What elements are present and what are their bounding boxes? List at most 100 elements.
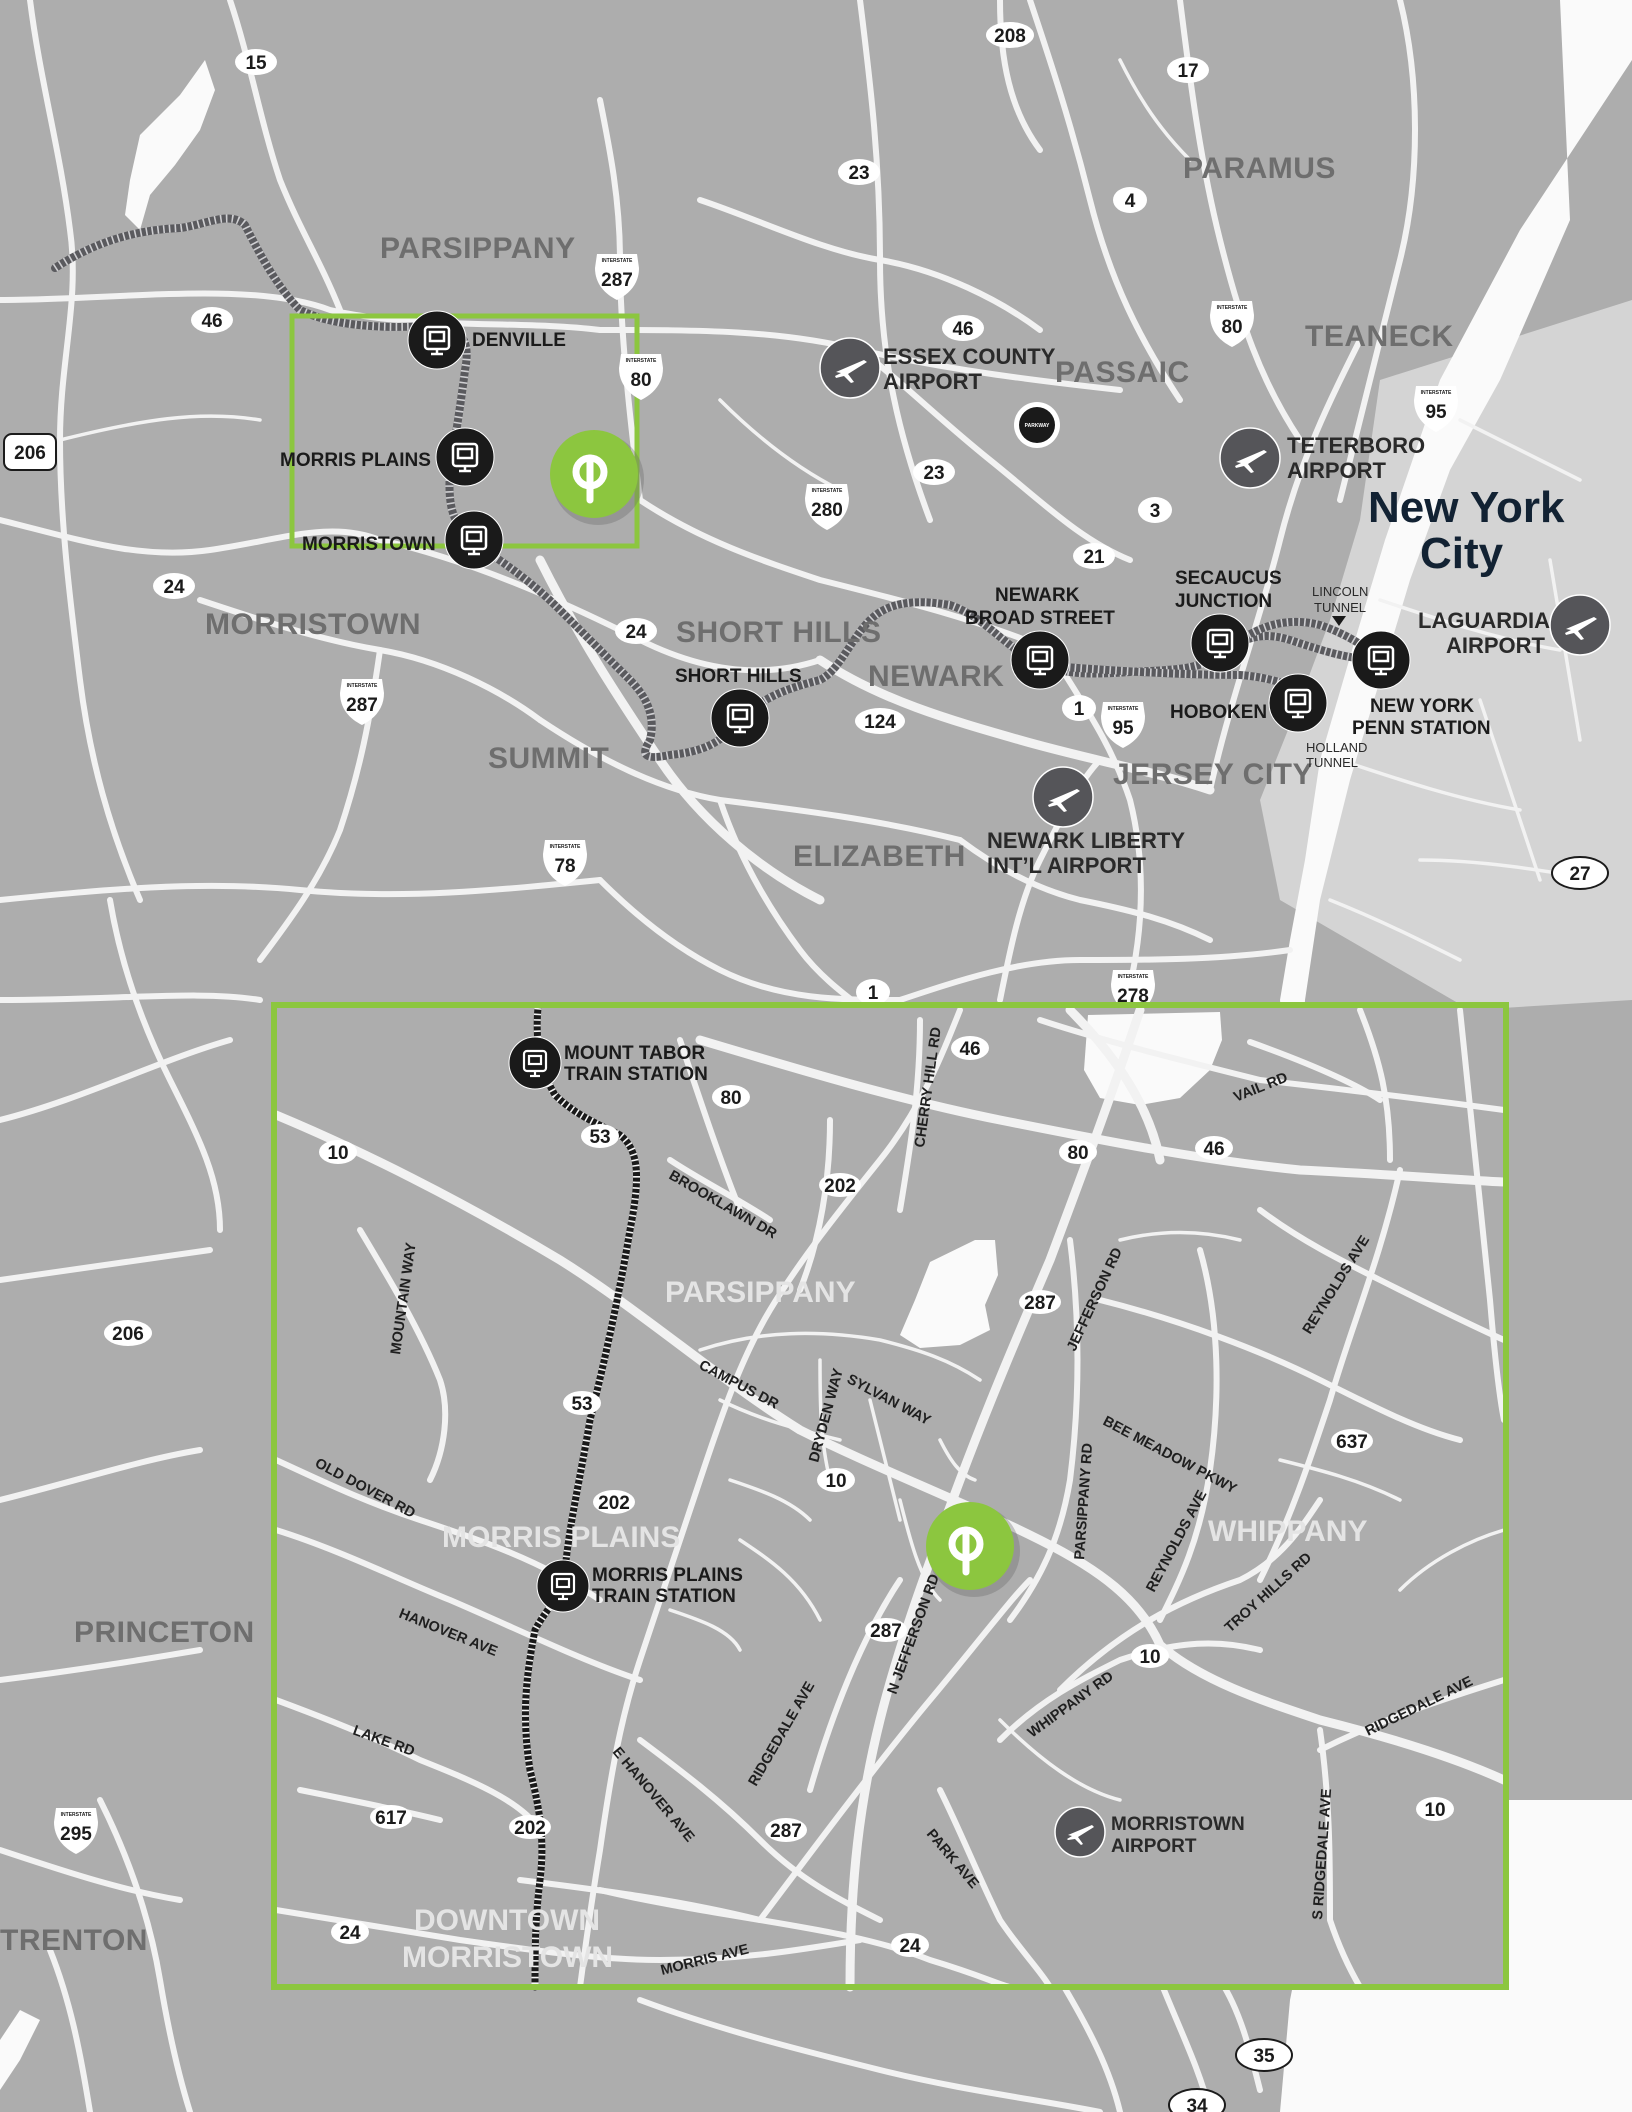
airplane-icon [1235,450,1267,473]
airport-essex-county[interactable] [819,337,881,399]
place-label: TEANECK [1305,320,1454,353]
route-shield: 46 [942,315,984,341]
svg-text:INTERSTATE: INTERSTATE [1108,706,1139,712]
route-shield: 80 [712,1085,750,1109]
svg-text:202: 202 [824,1176,856,1197]
station-denville[interactable] [407,310,467,370]
route-shield: 10 [1416,1797,1454,1821]
svg-text:15: 15 [245,53,267,74]
station-newark-broad-street[interactable] [1010,630,1070,690]
svg-text:202: 202 [514,1818,546,1839]
train-station-icon [550,1572,576,1601]
station-short-hills[interactable] [710,688,770,748]
airport-teterboro[interactable] [1219,427,1281,489]
station-morristown[interactable] [444,510,504,570]
svg-text:46: 46 [959,1039,980,1060]
route-shield: 287 [865,1618,907,1642]
route-shield: 23 [838,159,880,185]
airport-newark-liberty[interactable] [1032,766,1094,828]
svg-text:53: 53 [589,1127,610,1148]
main-airports: ESSEX COUNTY AIRPORT TETERBORO AIRPORT L… [819,337,1611,878]
station-morris-plains-inset[interactable] [536,1559,590,1613]
city-label: New York [1368,483,1565,532]
svg-text:10: 10 [825,1471,846,1492]
svg-text:4: 4 [1125,191,1136,212]
station-label: PENN STATION [1352,718,1491,739]
station-label: SHORT HILLS [675,666,802,687]
airport-label: AIRPORT [883,369,983,394]
interstate-shield-icon: INTERSTATE 95 [1101,702,1145,748]
train-station-icon [1206,628,1234,659]
airport-label: LAGUARDIA [1418,608,1550,633]
svg-text:637: 637 [1336,1432,1368,1453]
svg-text:24: 24 [899,1936,921,1957]
station-label: TRAIN STATION [592,1586,736,1607]
place-label: SHORT HILLS [676,616,882,649]
property-location-marker-inset[interactable] [926,1502,1020,1597]
station-mount-tabor[interactable] [508,1036,562,1090]
route-shield: 24 [891,1933,929,1957]
route-shield: 208 [986,22,1034,48]
svg-text:287: 287 [870,1621,902,1642]
svg-text:80: 80 [720,1088,741,1109]
svg-text:46: 46 [952,319,973,340]
svg-text:287: 287 [346,695,378,716]
svg-text:95: 95 [1112,718,1134,739]
airport-label: TETERBORO [1287,433,1425,458]
station-new-york-penn[interactable] [1351,630,1411,690]
station-label: JUNCTION [1175,591,1272,612]
station-hoboken[interactable] [1268,673,1328,733]
train-station-icon [423,325,451,356]
route-shield: 24 [615,618,657,644]
svg-text:295: 295 [60,1824,92,1845]
property-location-marker[interactable] [550,430,644,525]
svg-text:95: 95 [1425,402,1447,423]
airport-label: AIRPORT [1446,633,1546,658]
inset-map: PARSIPPANY WHIPPANY MORRIS PLAINS DOWNTO… [271,1002,1509,1992]
svg-text:617: 617 [375,1808,407,1829]
train-station-icon [451,442,479,473]
property-logo-icon [572,454,608,504]
route-shield: 10 [817,1468,855,1492]
airport-morristown[interactable] [1054,1806,1106,1858]
svg-text:34: 34 [1186,2096,1208,2112]
route-shield: 206 [104,1320,152,1346]
svg-text:80: 80 [1067,1143,1088,1164]
route-shield: 24 [153,573,195,599]
route-shield: 46 [951,1036,989,1060]
svg-text:206: 206 [112,1324,144,1345]
svg-text:INTERSTATE: INTERSTATE [61,1812,92,1818]
route-shield: 34 [1168,2088,1226,2112]
svg-text:17: 17 [1177,61,1198,82]
svg-text:24: 24 [339,1923,361,1944]
property-logo-icon [948,1526,984,1576]
airport-laguardia[interactable] [1549,594,1611,656]
airplane-icon [1067,1825,1094,1845]
place-label: PARSIPPANY [380,232,576,265]
train-station-icon [726,703,754,734]
route-shield: 53 [563,1391,601,1415]
svg-text:INTERSTATE: INTERSTATE [550,844,581,850]
route-shield: 24 [331,1920,369,1944]
city-label: City [1420,529,1504,578]
tunnel-label: LINCOLN [1312,584,1368,599]
place-label: ELIZABETH [793,840,966,873]
station-label: NEW YORK [1370,696,1474,717]
station-secaucus-junction[interactable] [1190,613,1250,673]
place-label: NEWARK [868,660,1004,693]
train-station-icon [1284,688,1312,719]
svg-text:287: 287 [1024,1293,1056,1314]
route-shield: 53 [581,1124,619,1148]
station-morris-plains[interactable] [435,427,495,487]
route-shield: 21 [1073,543,1115,569]
svg-text:INTERSTATE: INTERSTATE [626,358,657,364]
garden-state-parkway-shield-icon: PARKWAY [1014,402,1060,448]
svg-text:24: 24 [163,577,185,598]
place-label: MORRISTOWN [205,608,421,641]
station-label: TRAIN STATION [564,1064,708,1085]
